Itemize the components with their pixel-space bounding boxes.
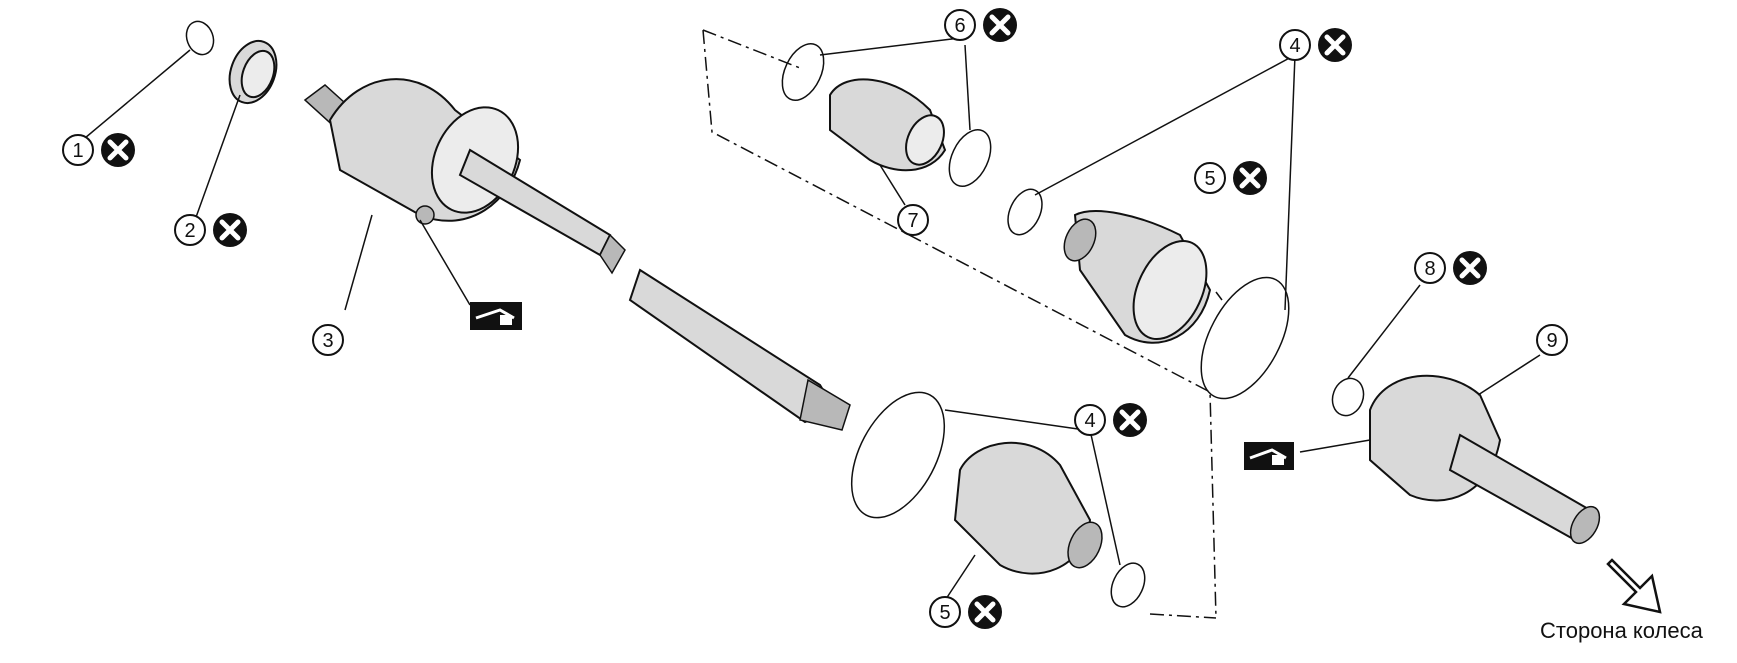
x-mark <box>974 601 996 623</box>
callout-number: 8 <box>1424 258 1435 280</box>
x-mark <box>989 14 1011 36</box>
callout-circle <box>1536 324 1568 356</box>
callout-circle <box>312 324 344 356</box>
callout-number: 4 <box>1289 35 1300 57</box>
callout-circle <box>1279 29 1311 61</box>
part-boot-7 <box>829 78 947 206</box>
callout-circle <box>1194 162 1226 194</box>
callout-number: 1 <box>72 140 83 162</box>
x-mark <box>1119 409 1141 431</box>
callout-9: 9 <box>1536 324 1568 356</box>
callout-circle <box>1074 404 1106 436</box>
callout-1: 1 <box>62 133 135 167</box>
x-mark <box>219 219 241 241</box>
callout-circle <box>929 596 961 628</box>
callout-number: 9 <box>1546 330 1557 352</box>
callout-6: 6 <box>944 8 1017 42</box>
callout-number: 5 <box>1204 168 1215 190</box>
callout-number: 5 <box>939 602 950 624</box>
grease-gun-icon <box>1244 442 1294 470</box>
part-circlip-8 <box>1331 284 1421 417</box>
dashed-enclosure <box>702 29 1223 619</box>
callout-circle <box>174 214 206 246</box>
grease-gun-icon <box>470 302 522 330</box>
part-boot-clamps-6 <box>781 37 992 187</box>
x-mark <box>107 139 129 161</box>
part-dust-shield-2 <box>194 40 278 221</box>
part-boot-5-lower <box>939 441 1103 609</box>
callout-circle <box>944 9 976 41</box>
callout-number: 6 <box>954 15 965 37</box>
part-boot-clamps-4-lower <box>850 391 1146 608</box>
callout-7: 7 <box>897 204 929 236</box>
callout-2: 2 <box>174 213 247 247</box>
callout-circle <box>897 204 929 236</box>
part-boot-clamps-4-upper <box>1007 54 1296 400</box>
callout-circle <box>1414 252 1446 284</box>
callout-number: 4 <box>1084 410 1095 432</box>
part-outer-joint-9 <box>1299 354 1601 545</box>
callout-number: 7 <box>907 210 918 232</box>
part-housing-3 <box>303 78 626 311</box>
callout-number: 2 <box>184 220 195 242</box>
part-circlip-1 <box>84 20 215 139</box>
callout-5: 5 <box>1194 161 1267 195</box>
callouts: 1 2 3 4 4 5 5 6 7 8 9 <box>62 8 1568 629</box>
x-mark <box>1239 167 1261 189</box>
callout-8: 8 <box>1414 251 1487 285</box>
callout-number: 3 <box>322 330 333 352</box>
wheel-side-arrow-icon <box>1606 558 1662 614</box>
wheel-side-label: Сторона колеса <box>1540 618 1703 643</box>
callout-4: 4 <box>1279 28 1352 62</box>
part-boot-5-upper <box>1063 210 1212 344</box>
x-mark <box>1459 257 1481 279</box>
callout-circle <box>62 134 94 166</box>
x-mark <box>1324 34 1346 56</box>
callout-5: 5 <box>929 595 1002 629</box>
part-shaft-lower <box>628 268 851 431</box>
callout-3: 3 <box>312 324 344 356</box>
callout-4: 4 <box>1074 403 1147 437</box>
